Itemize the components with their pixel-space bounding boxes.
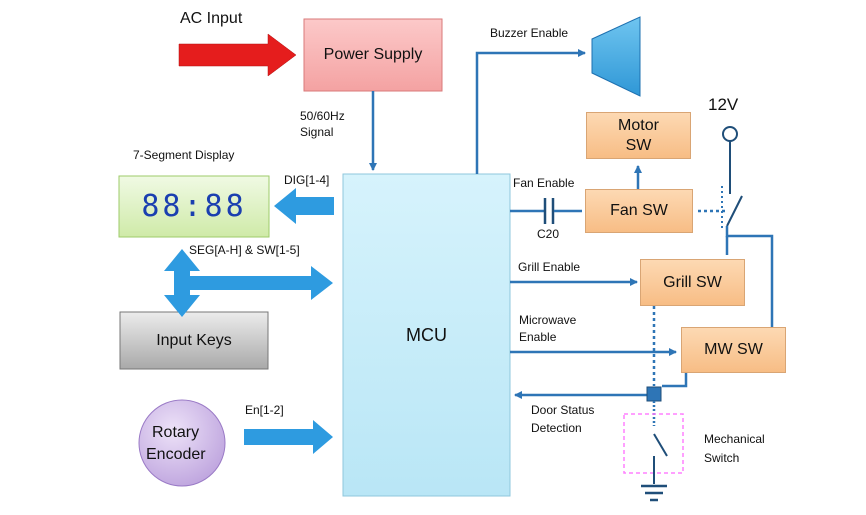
voltage-12v-label: 12V — [708, 95, 739, 114]
buzzer-enable-label: Buzzer Enable — [490, 26, 569, 40]
ground-icon — [641, 484, 667, 502]
dig-arrow — [274, 188, 334, 224]
grill-sw-block: Grill SW — [640, 259, 745, 306]
signal-label-line2: Signal — [300, 125, 334, 139]
mcu-label: MCU — [406, 324, 447, 345]
c20-label: C20 — [537, 227, 560, 241]
mw-sw-block: MW SW — [681, 327, 786, 373]
ac-input-label: AC Input — [180, 10, 243, 27]
power-supply-label: Power Supply — [323, 46, 423, 63]
junction-node — [646, 386, 662, 402]
rotary-encoder-circle — [138, 399, 226, 487]
en-label: En[1-2] — [245, 403, 284, 417]
mechanical-switch-label-line2: Switch — [704, 451, 740, 465]
motor-sw-label-line1: Motor — [618, 116, 659, 134]
mechanical-switch-label-line1: Mechanical — [704, 432, 765, 446]
fan-sw-block: Fan SW — [585, 189, 693, 233]
buzzer-wire — [475, 49, 586, 174]
mw-to-junction-wire — [662, 370, 688, 388]
seg-sw-label: SEG[A-H] & SW[1-5] — [189, 243, 300, 257]
input-keys-label: Input Keys — [156, 331, 232, 349]
mechanical-switch-blade — [653, 433, 668, 457]
seven-segment-value: 88:88 — [141, 189, 247, 224]
buzzer-icon — [591, 16, 641, 97]
motor-sw-label-line2: SW — [625, 136, 652, 154]
mw-enable-label-line1: Microwave — [519, 313, 577, 327]
relay-switch-blade — [726, 195, 743, 227]
input-keys-block — [119, 311, 269, 370]
door-status-label-line2: Detection — [531, 421, 582, 435]
rotary-label-line2: Encoder — [146, 446, 206, 463]
seven-segment-display — [118, 175, 270, 238]
en-arrow — [244, 420, 333, 454]
power-supply-block — [303, 18, 443, 92]
grill-enable-label: Grill Enable — [518, 260, 581, 274]
rotary-label-line1: Rotary — [152, 424, 200, 441]
fan-enable-label: Fan Enable — [513, 176, 575, 190]
mcu-block — [342, 173, 511, 497]
door-status-label-line1: Door Status — [531, 403, 595, 417]
motor-sw-block: Motor SW — [586, 112, 691, 159]
seven-segment-title: 7-Segment Display — [133, 148, 235, 162]
mw-enable-label-line2: Enable — [519, 330, 557, 344]
supply-distribution-wire — [725, 226, 774, 327]
ac-input-arrow — [178, 33, 297, 77]
signal-label-line1: 50/60Hz — [300, 109, 345, 123]
terminal-12v-icon — [722, 126, 738, 142]
dig-label: DIG[1-4] — [284, 173, 330, 187]
seg-sw-arrow — [164, 249, 333, 317]
